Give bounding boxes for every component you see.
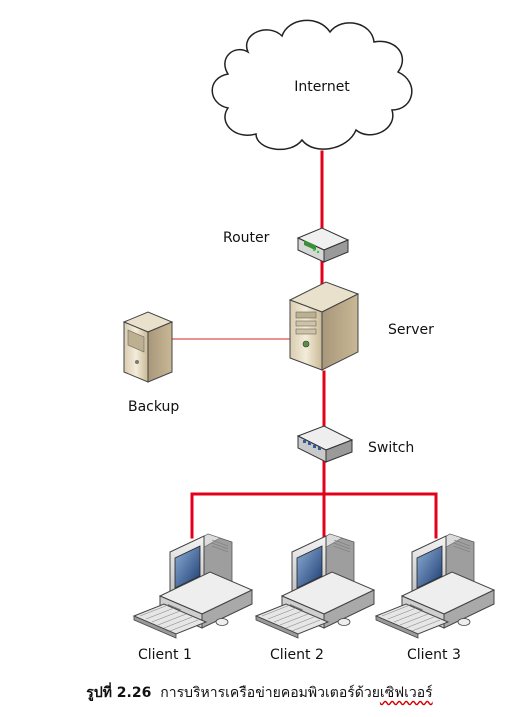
router-node: Router xyxy=(223,227,350,263)
internet-node: Internet xyxy=(211,19,413,151)
desktop-computer-icon xyxy=(133,533,253,639)
server-tower-icon xyxy=(288,281,360,371)
desktop-computer-icon xyxy=(255,533,375,639)
client-3-label: Client 3 xyxy=(407,647,461,663)
caption-flagged-word: เซิฟเวอร์ xyxy=(379,685,433,701)
cloud-icon xyxy=(211,19,413,151)
client-1-node: Client 1 xyxy=(133,533,253,663)
switch-node: Switch xyxy=(296,425,414,463)
client-2-node: Client 2 xyxy=(255,533,375,663)
figure-number: รูปที่ 2.26 xyxy=(86,685,152,701)
client-2-label: Client 2 xyxy=(270,647,324,663)
backup-node: Backup xyxy=(122,311,179,415)
router-label: Router xyxy=(223,230,270,246)
router-icon xyxy=(296,227,350,263)
internet-label: Internet xyxy=(294,79,350,95)
figure-caption: รูปที่ 2.26 การบริหารเครือข่ายคอมพิวเตอร… xyxy=(0,682,519,704)
client-3-node: Client 3 xyxy=(375,533,495,663)
server-node: Server xyxy=(288,281,434,371)
client-1-label: Client 1 xyxy=(138,647,192,663)
caption-text: การบริหารเครือข่ายคอมพิวเตอร์ด้วย xyxy=(160,685,380,701)
links xyxy=(169,150,438,539)
switch-label: Switch xyxy=(368,440,414,456)
switch-icon xyxy=(296,425,354,463)
backup-server-icon xyxy=(122,311,174,383)
desktop-computer-icon xyxy=(375,533,495,639)
server-label: Server xyxy=(388,322,434,338)
backup-label: Backup xyxy=(128,399,179,415)
